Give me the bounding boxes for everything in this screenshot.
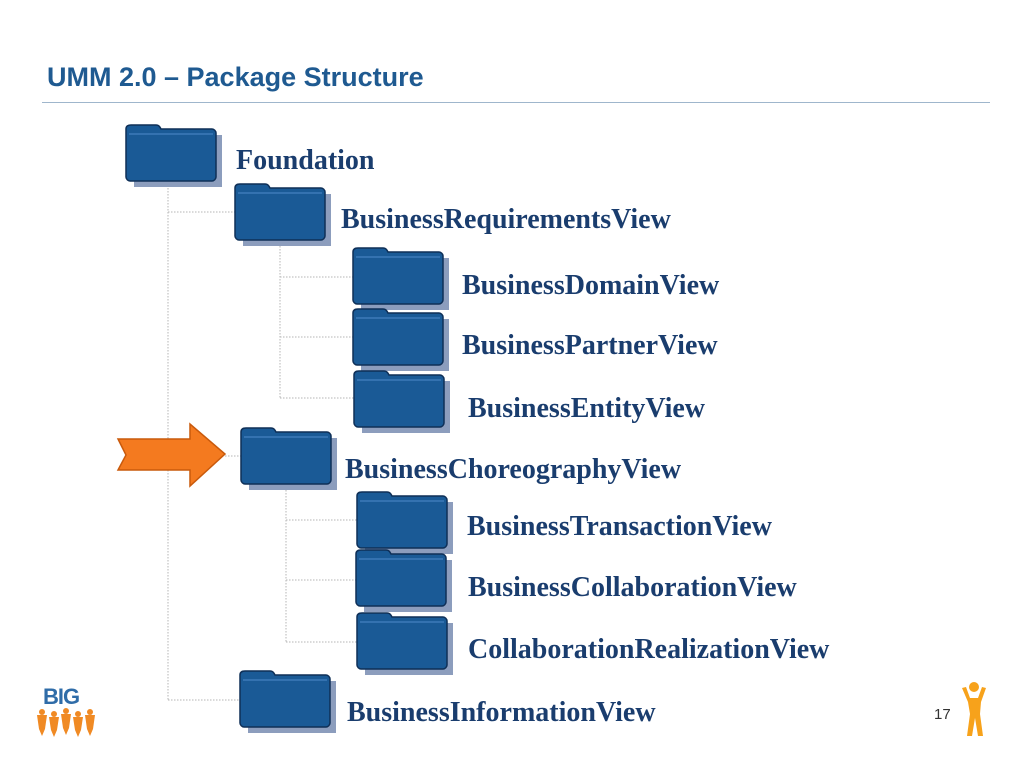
page-number: 17 — [934, 706, 951, 723]
package-label-foundation: Foundation — [236, 145, 375, 176]
folder-icon — [352, 247, 450, 311]
arrow-right-icon — [116, 422, 227, 488]
folder-icon — [234, 183, 332, 247]
folder-icon — [240, 427, 338, 491]
slide-title: UMM 2.0 – Package Structure — [47, 62, 424, 92]
package-label-business-transaction-view: BusinessTransactionView — [467, 511, 772, 542]
package-label-business-information-view: BusinessInformationView — [347, 697, 656, 728]
package-label-business-choreography-view: BusinessChoreographyView — [345, 454, 682, 485]
title-divider — [42, 102, 990, 103]
package-label-collaboration-realization-view: CollaborationRealizationView — [468, 634, 830, 665]
package-label-business-domain-view: BusinessDomainView — [462, 270, 720, 301]
package-label-business-collaboration-view: BusinessCollaborationView — [468, 572, 797, 603]
folder-icon — [125, 124, 223, 188]
folder-icon — [239, 670, 337, 734]
person-icon — [962, 682, 986, 736]
folder-icon — [356, 612, 454, 676]
package-label-business-entity-view: BusinessEntityView — [468, 393, 706, 424]
folder-icon — [353, 370, 451, 434]
folder-icon — [356, 491, 454, 555]
big-logo: BIG — [34, 684, 100, 740]
folder-icon — [352, 308, 450, 372]
folder-icon — [355, 549, 453, 613]
package-label-business-requirements-view: BusinessRequirementsView — [341, 204, 671, 235]
package-label-business-partner-view: BusinessPartnerView — [462, 330, 718, 361]
